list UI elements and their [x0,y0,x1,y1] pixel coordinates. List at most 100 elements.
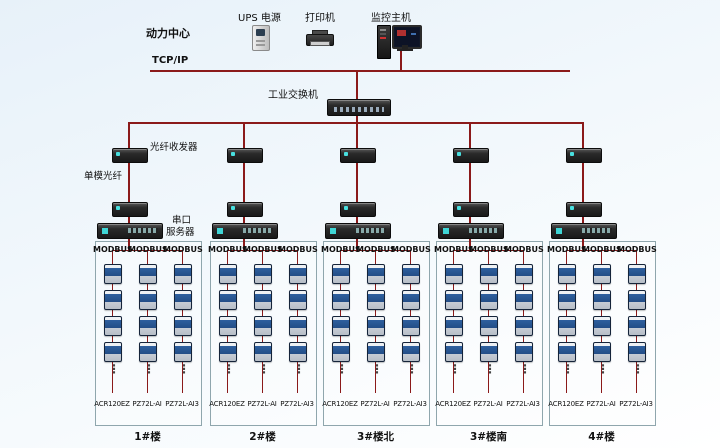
modbus-label: MODBUS [208,245,248,254]
ups-label: UPS 电源 [238,13,281,24]
serial-server-icon [97,223,163,239]
model-label: PZ72L-AI [132,400,162,408]
ellipsis: ⋮ [336,362,348,376]
meter-icon [445,316,463,336]
modbus-label: MODBUS [321,245,361,254]
meter-icon [402,264,420,284]
model-label: PZ72L-AI3 [280,400,314,408]
connector-line [356,114,358,124]
meter-icon [628,264,646,284]
modbus-label: MODBUS [93,245,133,254]
ellipsis: ⋮ [406,362,418,376]
ellipsis: ⋮ [562,362,574,376]
ellipsis: ⋮ [449,362,461,376]
backbone-line [128,122,584,124]
meter-icon [558,316,576,336]
meter-icon [289,316,307,336]
meter-icon [332,316,350,336]
model-label: PZ72L-AI [360,400,390,408]
serial-server-icon [325,223,391,239]
meter-icon [219,316,237,336]
meter-icon [139,290,157,310]
meter-icon [174,342,192,362]
fiber-transceiver-label: 光纤收发器 [150,142,198,153]
modbus-label: MODBUS [128,245,168,254]
modbus-label: MODBUS [434,245,474,254]
fiber-transceiver-icon [112,148,148,163]
connector-line [356,215,358,223]
serial-server-icon [551,223,617,239]
model-label: PZ72L-AI3 [393,400,427,408]
single-mode-fiber-label: 单模光纤 [84,171,123,182]
meter-icon [174,316,192,336]
model-label: ACR120EZ [94,400,130,408]
model-label: ACR120EZ [548,400,584,408]
model-label: PZ72L-AI [473,400,503,408]
modbus-label: MODBUS [278,245,318,254]
fiber-transceiver-icon [340,202,376,217]
industrial-switch-label: 工业交换机 [268,90,318,101]
ellipsis: ⋮ [178,362,190,376]
meter-icon [402,316,420,336]
connector-line [356,72,358,99]
connector-line [243,124,245,150]
modbus-label: MODBUS [547,245,587,254]
connector-line [128,124,130,150]
modbus-label: MODBUS [582,245,622,254]
meter-icon [174,264,192,284]
meter-icon [402,342,420,362]
meter-icon [254,316,272,336]
fiber-transceiver-icon [566,202,602,217]
serial-server-label: 服务器 [166,227,195,238]
modbus-label: MODBUS [617,245,657,254]
meter-icon [367,342,385,362]
meter-icon [104,290,122,310]
meter-icon [332,342,350,362]
fiber-transceiver-icon [453,148,489,163]
tcpip-line [150,70,570,72]
model-label: PZ72L-AI [247,400,277,408]
meter-icon [445,342,463,362]
meter-icon [367,316,385,336]
meter-icon [628,316,646,336]
meter-icon [289,342,307,362]
monitor-base [397,49,413,51]
ellipsis: ⋮ [108,362,120,376]
serial-server-icon [438,223,504,239]
connector-line [243,215,245,223]
meter-icon [445,290,463,310]
meter-icon [139,316,157,336]
connector-line [582,124,584,150]
meter-icon [628,290,646,310]
connector-line [469,215,471,223]
meter-icon [480,342,498,362]
connector-line [400,51,402,71]
building-label: 4#楼 [588,431,615,443]
meter-icon [219,290,237,310]
monitor-screen [395,28,419,46]
connector-line [243,237,245,251]
meter-icon [104,342,122,362]
printer-output-slot [310,41,330,46]
power-center-label: 动力中心 [146,27,190,40]
fiber-transceiver-icon [112,202,148,217]
connector-line [128,215,130,223]
connector-line [356,124,358,150]
meter-icon [515,290,533,310]
model-label: PZ72L-AI3 [506,400,540,408]
monitor-host-label: 监控主机 [371,13,411,24]
meter-icon [367,264,385,284]
meter-icon [254,290,272,310]
meter-icon [593,264,611,284]
meter-icon [139,342,157,362]
model-label: PZ72L-AI3 [165,400,199,408]
meter-icon [289,290,307,310]
building-label: 3#楼南 [469,431,508,443]
model-label: PZ72L-AI [586,400,616,408]
connector-line [582,237,584,251]
meter-icon [480,316,498,336]
ups-icon [252,25,270,51]
modbus-label: MODBUS [163,245,203,254]
meter-icon [593,290,611,310]
meter-icon [174,290,192,310]
